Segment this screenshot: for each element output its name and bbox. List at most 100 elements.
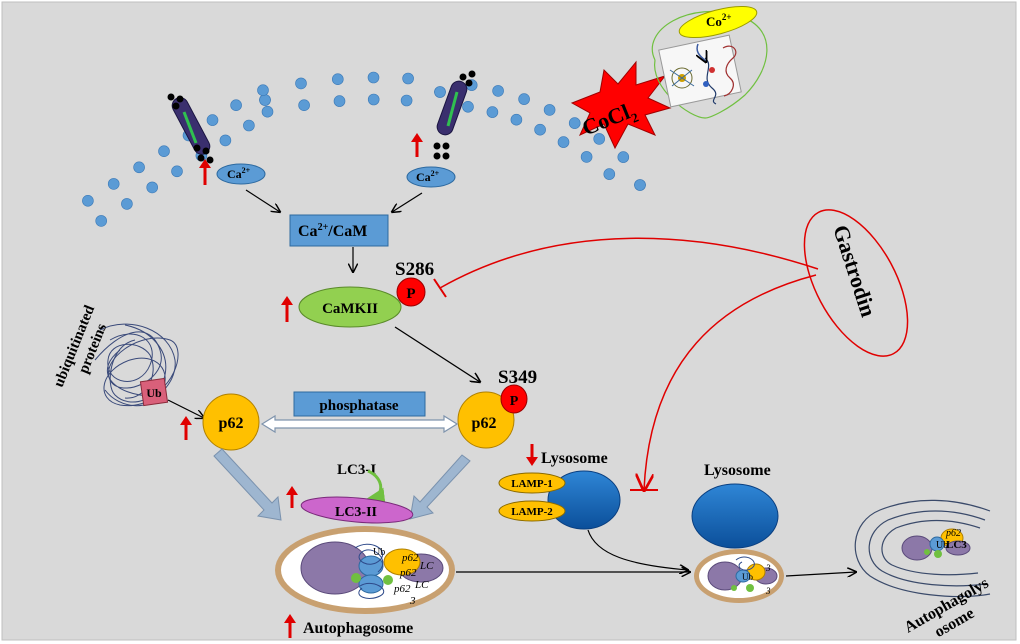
lysosome-left — [547, 470, 621, 530]
co2-sup: 2+ — [722, 12, 732, 22]
up-arrow-icon — [411, 133, 423, 157]
membrane-dot — [206, 114, 219, 126]
membrane-dot — [518, 93, 530, 105]
membrane-dot — [568, 117, 581, 129]
membrane-dot — [333, 95, 346, 107]
up-arrow-icon — [281, 296, 293, 322]
p62-left-node: p62 — [202, 393, 260, 451]
membrane-dot — [400, 94, 413, 107]
arrow-fusion-to-autophagolysosome — [785, 572, 856, 576]
lysosome-label-1: Lysosome — [541, 450, 608, 467]
ca-left-sup: 2+ — [242, 166, 251, 175]
phospho-s286: P S286 — [395, 259, 434, 307]
membrane-dot — [230, 99, 242, 111]
cargo-ub-label: Ub — [373, 547, 385, 558]
up-arrow-icon — [284, 614, 296, 638]
svg-text:Ca2+: Ca2+ — [416, 169, 440, 184]
membrane-dot — [257, 84, 269, 96]
membrane-dot — [107, 178, 120, 190]
autophagosome-label: Autophagosome — [303, 620, 413, 637]
ca-right-sup: 2+ — [431, 169, 440, 178]
cocl2-sub: 2 — [629, 109, 641, 125]
arrow-ca-to-cam-left — [245, 189, 280, 212]
ub-label: Ub — [146, 386, 162, 400]
membrane-dot — [295, 77, 307, 90]
membrane-dot — [331, 73, 344, 85]
arrow-ub-to-p62 — [167, 399, 204, 418]
svg-text:Co2+: Co2+ — [706, 12, 732, 29]
membrane-dot — [158, 145, 170, 157]
final-p62: p62 — [945, 528, 961, 539]
membrane-dot — [486, 106, 499, 118]
cargo-p62-1: p62 — [401, 552, 419, 564]
calcium-channel-right — [433, 70, 476, 160]
membrane-dot — [557, 136, 570, 148]
cargo-3: 3 — [409, 595, 416, 607]
p62-left-label: p62 — [219, 415, 244, 432]
s349-label: S349 — [498, 367, 537, 388]
membrane-dot — [367, 93, 380, 106]
ca-ion-right: Ca2+ — [406, 166, 456, 188]
p62-interconversion-arrow — [260, 414, 459, 434]
membrane-dot — [367, 71, 380, 84]
membrane-dot — [593, 133, 606, 145]
co2-label: Co — [706, 14, 722, 29]
membrane-dot — [543, 104, 556, 116]
lc3-ii-node: LC3-II — [300, 496, 414, 524]
membrane-dot — [402, 72, 414, 85]
lysosome-right — [691, 483, 779, 549]
svg-text:Ca2+/CaM: Ca2+/CaM — [298, 222, 367, 240]
membrane-dot — [462, 101, 474, 113]
membrane-dot — [510, 113, 523, 126]
membrane-dot — [146, 181, 158, 194]
inhibition-bar-camkii — [433, 278, 447, 298]
membrane-dot — [121, 198, 133, 210]
arrow-p62p-to-autophagosome-right — [409, 454, 471, 520]
lc3-conversion-arrow — [363, 469, 386, 509]
lyso-cargo-3b: 3 — [765, 586, 771, 596]
s286-label: S286 — [395, 259, 434, 280]
lyso-cargo-ub: Ub — [742, 572, 753, 582]
membrane-dot — [95, 215, 107, 227]
down-arrow-icon — [526, 444, 538, 466]
membrane-dot — [434, 86, 446, 98]
membrane-dot — [171, 165, 183, 178]
p62-right-label: p62 — [472, 415, 497, 432]
lamp2-protein: LAMP-2 — [498, 500, 566, 522]
autophagolysosome: Ub p62 LC3 — [854, 499, 991, 598]
ca-calmodulin-box: Ca2+/CaM — [289, 214, 389, 247]
ub-tag: Ub — [139, 377, 169, 407]
ca-right-text: Ca — [416, 170, 431, 184]
membrane-dot — [534, 123, 546, 136]
calcium-channel-left — [167, 93, 214, 164]
ca-cam-text-2: /CaM — [327, 223, 367, 240]
p-label-2: P — [510, 394, 519, 409]
inhibition-line-to-camkii — [439, 237, 819, 289]
lc3-ii-label: LC3-II — [335, 505, 377, 520]
membrane-dot — [603, 168, 616, 180]
phosphatase-label: phosphatase — [319, 398, 399, 414]
membrane-dot — [298, 99, 310, 111]
inhibition-line-to-lysosome — [644, 274, 817, 490]
ca-ion-left: Ca2+ — [216, 163, 266, 185]
svg-text:Ca2+: Ca2+ — [227, 166, 251, 181]
cargo-lc-1: LC — [419, 560, 434, 572]
membrane-dot — [219, 134, 232, 147]
lamp1-protein: LAMP-1 — [498, 472, 566, 494]
membrane-dot — [617, 151, 630, 163]
cargo-p62-2: p62 — [399, 567, 417, 579]
up-arrow-icon — [199, 159, 211, 185]
membrane-dot — [82, 195, 94, 207]
lamp1-label: LAMP-1 — [511, 478, 553, 490]
autophagosome: Ub p62 p62 p62 LC LC 3 — [275, 526, 455, 614]
membrane-dot — [243, 119, 255, 132]
cargo-p62-3: p62 — [393, 583, 411, 595]
membrane-dot — [492, 85, 504, 97]
lc3-i-label: LC3-I — [337, 462, 376, 478]
lysosome-label-2: Lysosome — [704, 462, 771, 479]
up-arrow-icon — [286, 486, 298, 508]
membrane-dot — [259, 94, 271, 106]
lamp2-label: LAMP-2 — [511, 506, 553, 518]
phosphatase-box: phosphatase — [293, 391, 426, 417]
